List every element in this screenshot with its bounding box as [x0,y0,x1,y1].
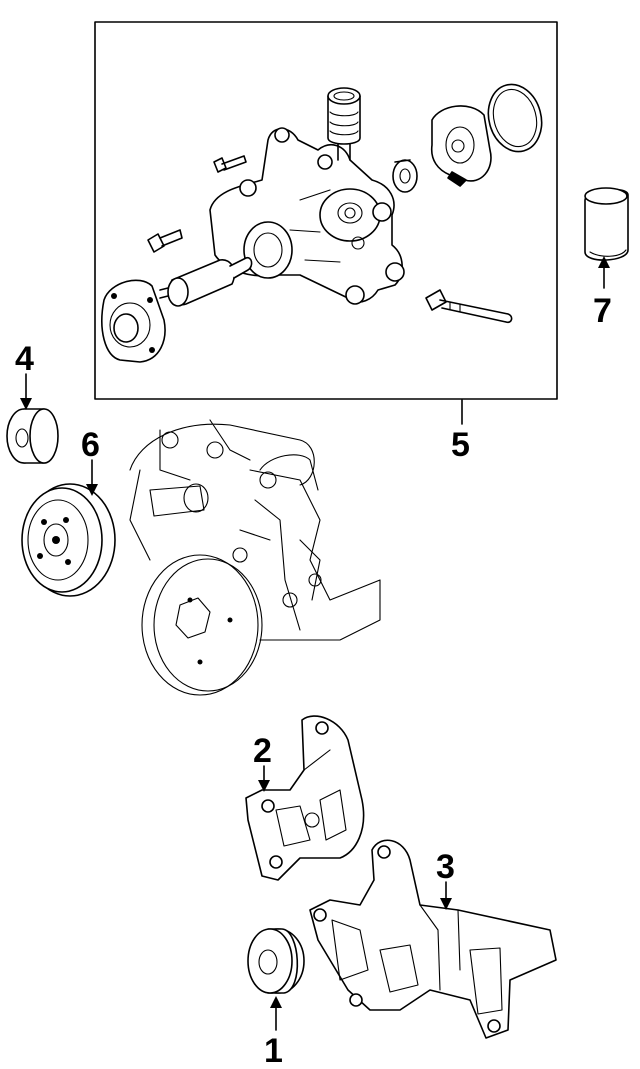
assembly-box-5 [94,21,558,400]
bracket-3 [309,839,557,1039]
callout-6: 6 [81,426,100,464]
thermostat-sleeve [327,87,361,161]
callout-1: 1 [264,1032,283,1069]
callout-2: 2 [253,732,272,770]
callout-4: 4 [15,340,34,378]
callout-7: 7 [593,292,612,330]
impeller-shaft [159,256,253,307]
arrow-icon [440,898,452,910]
arrow-icon [258,780,270,792]
callout-3: 3 [436,848,455,886]
grommet [392,159,418,193]
hose-7 [584,187,629,261]
arrow-icon [86,484,98,496]
bracket-2 [245,715,365,881]
arrow-icon [598,256,610,268]
crank-pulley-6 [21,483,116,597]
engine-block [129,419,381,696]
idler-pulley-4 [6,408,59,464]
arrow-icon [20,398,32,410]
arrow-icon [270,996,282,1008]
idler-pulley-1 [247,928,305,994]
o-ring [487,83,543,153]
thermostat-housing [430,105,492,187]
leader-lines [20,256,610,1031]
pump-flange [101,279,166,363]
bolt-upper [213,155,247,173]
bolt-left [147,229,183,253]
water-pump-housing [209,127,405,305]
callout-5: 5 [451,426,470,464]
stud-bolt [425,289,513,324]
